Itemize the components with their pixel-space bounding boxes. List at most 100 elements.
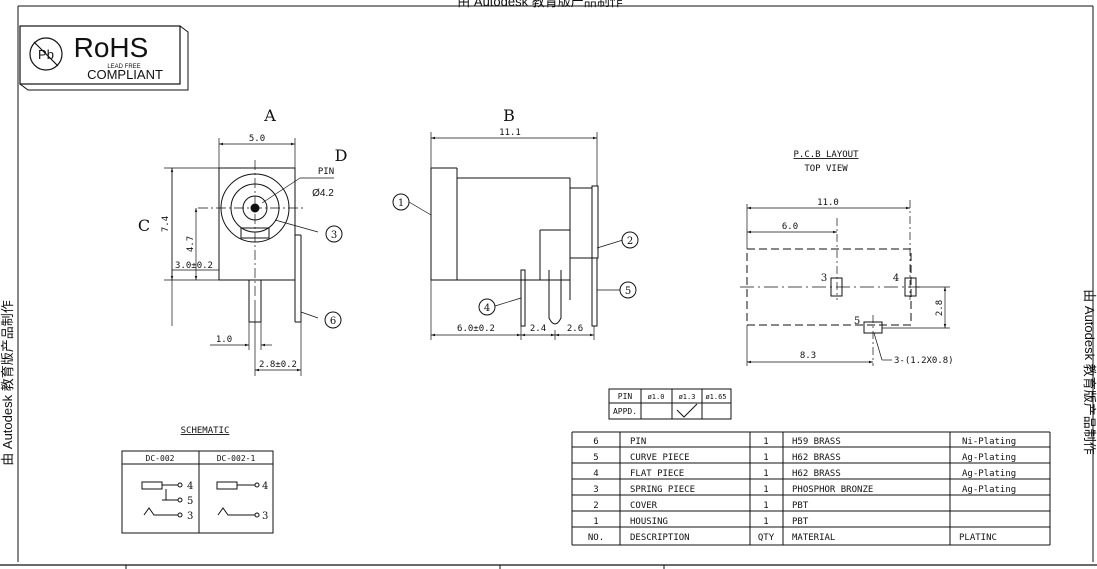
view-b: [408, 132, 624, 340]
pin-table-header-0: PIN: [618, 392, 633, 401]
bom-cell-plating: Ag-Plating: [962, 453, 1016, 463]
watermark-left: 由 Autodesk 教育版产品制作: [0, 300, 15, 465]
balloon-2: 2: [621, 231, 639, 249]
schematic-c2-pin-3: 3: [262, 511, 268, 522]
view-label-a: A: [263, 106, 276, 125]
view-a: [164, 138, 334, 376]
bom-cell-material: H62 BRASS: [792, 469, 841, 479]
balloon-3: 3: [325, 225, 343, 243]
pcb-layout: [740, 200, 950, 366]
pin-table-header-3: ø1.65: [705, 393, 726, 401]
bom-cell-material: H59 BRASS: [792, 437, 841, 447]
svg-text:6: 6: [330, 316, 336, 327]
bom-cell-material: PBT: [792, 517, 809, 527]
balloon-1: 1: [392, 193, 410, 211]
bom-cell-desc: SPRING PIECE: [630, 485, 695, 495]
bom-cell-plating: Ag-Plating: [962, 485, 1016, 495]
bom-cell-qty: 1: [763, 453, 768, 463]
bom-cell-qty: 1: [763, 517, 768, 527]
balloon-4: 4: [478, 298, 496, 316]
rohs-text: RoHS: [74, 32, 149, 63]
bom-cell-no: 5: [593, 453, 598, 463]
diameter-label: Ø4.2: [312, 188, 334, 199]
dim-a-side: 3.0±0.2: [175, 261, 213, 271]
dim-b-length: 11.1: [499, 128, 521, 138]
bom-row: 1 HOUSING 1 PBT: [593, 517, 809, 527]
svg-text:2: 2: [627, 236, 633, 247]
pcb-dim-height: 2.8: [935, 300, 945, 316]
bom-header-qty: QTY: [758, 533, 775, 543]
bom-header-no: NO.: [588, 533, 604, 543]
dim-a-height: 7.4: [161, 216, 171, 232]
dim-b-mid: 2.4: [530, 324, 546, 334]
pin-table-row-label: APPD.: [613, 407, 637, 416]
bom-cell-qty: 1: [763, 501, 768, 511]
bom-row: 5 CURVE PIECE 1 H62 BRASS Ag-Plating: [593, 453, 1016, 463]
dim-b-rear: 2.6: [567, 324, 583, 334]
bom-cell-desc: FLAT PIECE: [630, 469, 684, 479]
bom-cell-no: 2: [593, 501, 598, 511]
pcb-dim-inner: 6.0: [782, 222, 798, 232]
schematic-col-2: DC-002-1: [217, 454, 256, 463]
bom-cell-material: H62 BRASS: [792, 453, 841, 463]
pcb-title: P.C.B LAYOUT: [793, 150, 859, 160]
schematic-box: [121, 450, 274, 534]
watermark-right: 由 Autodesk 教育版产品制作: [1082, 289, 1097, 454]
bom-cell-material: PBT: [792, 501, 809, 511]
bom-table: [571, 431, 1051, 546]
bom-cell-no: 3: [593, 485, 598, 495]
bom-row: 4 FLAT PIECE 1 H62 BRASS Ag-Plating: [593, 469, 1016, 479]
bom-cell-desc: CURVE PIECE: [630, 453, 690, 463]
pcb-pin-3: 3: [821, 273, 827, 284]
pcb-hole-note: 3-(1.2X0.8): [894, 356, 954, 366]
pcb-pin-4: 4: [893, 273, 899, 284]
view-label-b: B: [503, 106, 515, 125]
dim-b-front: 6.0±0.2: [457, 324, 495, 334]
schematic-c1-pin-5: 5: [187, 496, 193, 507]
bom-cell-qty: 1: [763, 485, 768, 495]
balloon-6: 6: [324, 311, 342, 329]
svg-text:3: 3: [331, 230, 337, 241]
schematic-col-1: DC-002: [146, 454, 175, 463]
bom-header-plating: PLATINC: [959, 533, 997, 543]
pcb-subtitle: TOP VIEW: [804, 164, 848, 174]
drawing-frame: [0, 5, 1097, 569]
view-label-d: D: [335, 146, 348, 165]
compliant-text: COMPLIANT: [87, 67, 163, 82]
pin-label: PIN: [318, 167, 334, 177]
lead-free-text: LEAD FREE: [107, 64, 140, 70]
schematic-c2-pin-4: 4: [262, 481, 268, 492]
bom-cell-qty: 1: [763, 437, 768, 447]
bom-row: 3 SPRING PIECE 1 PHOSPHOR BRONZE Ag-Plating: [593, 485, 1016, 495]
bom-cell-plating: Ni-Plating: [962, 437, 1016, 447]
dim-a-width: 5.0: [249, 134, 265, 144]
bom-cell-qty: 1: [763, 469, 768, 479]
watermark-top: 由 Autodesk 教育版产品制作: [457, 0, 622, 9]
dim-a-pin-span: 2.8±0.2: [259, 360, 297, 370]
bom-cell-plating: Ag-Plating: [962, 469, 1016, 479]
dim-a-center: 4.7: [186, 236, 196, 252]
pcb-dim-lower: 8.3: [800, 351, 816, 361]
svg-text:5: 5: [625, 286, 631, 297]
bom-header-row: NO. DESCRIPTION QTY MATERIAL PLATINC: [588, 533, 997, 543]
svg-text:4: 4: [484, 303, 490, 314]
rohs-logo: Pb RoHS LEAD FREE COMPLIANT: [19, 25, 189, 91]
bom-cell-material: PHOSPHOR BRONZE: [792, 485, 873, 495]
schematic-c1-pin-3: 3: [187, 511, 193, 522]
pin-table-header-1: ø1.0: [648, 393, 665, 401]
svg-text:1: 1: [398, 198, 404, 209]
bom-cell-desc: HOUSING: [630, 517, 668, 527]
pb-mark: Pb: [38, 47, 54, 62]
bom-cell-no: 4: [593, 469, 598, 479]
dim-a-pin-offset: 1.0: [216, 335, 232, 345]
pin-table-header-2: ø1.3: [679, 393, 696, 401]
balloon-5: 5: [619, 281, 637, 299]
bom-cell-no: 1: [593, 517, 598, 527]
pin-table: [608, 388, 732, 420]
schematic-title: SCHEMATIC: [181, 426, 230, 436]
bom-header-material: MATERIAL: [792, 533, 835, 543]
pcb-pin-5: 5: [854, 316, 860, 327]
